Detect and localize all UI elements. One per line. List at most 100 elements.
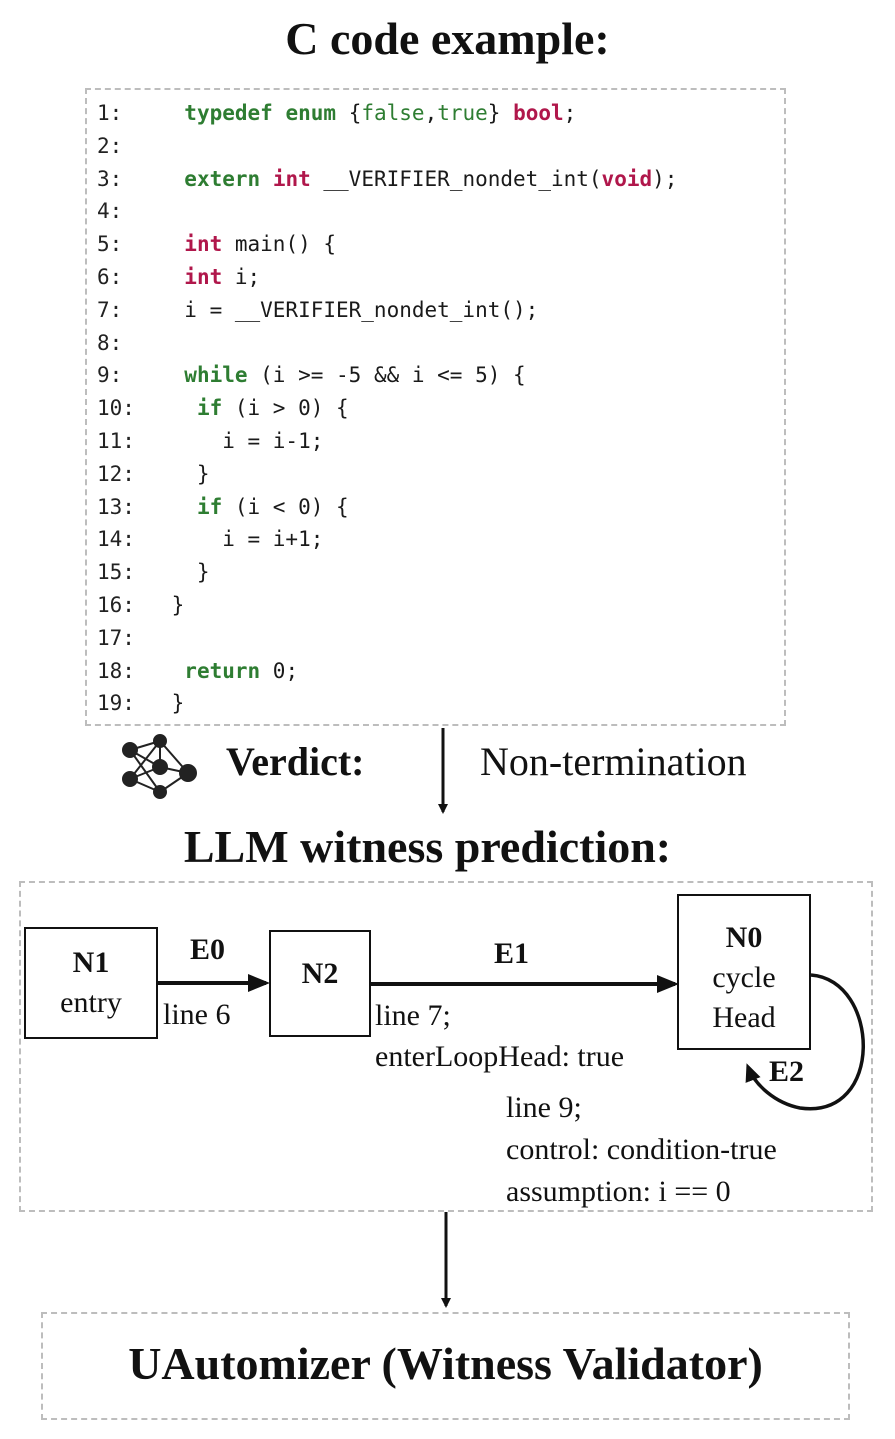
code-line: 15: } — [97, 556, 210, 588]
code-token: (i > 0) { — [222, 396, 349, 421]
code-line: 13: if (i < 0) { — [97, 491, 349, 523]
edge-e1-label1: line 7; — [375, 999, 451, 1032]
code-line: 7: i = __VERIFIER_nondet_int(); — [97, 294, 538, 326]
node-n1: N1 entry — [24, 927, 158, 1039]
node-n0-text2: Head — [712, 1001, 776, 1034]
code-token: main() { — [222, 232, 337, 257]
code-token: __VERIFIER_nondet_int( — [310, 166, 602, 191]
code-line-number: 12: — [97, 461, 135, 486]
code-line-number: 19: — [97, 691, 135, 716]
code-token: typedef — [184, 101, 273, 125]
code-line-number: 8: — [97, 330, 123, 355]
edge-e2-label3: assumption: i == 0 — [506, 1175, 731, 1208]
node-n0-text1: cycle — [712, 961, 776, 994]
code-token: } — [159, 691, 185, 716]
edge-e1-id: E1 — [494, 937, 530, 970]
code-line-number: 5: — [97, 232, 123, 257]
code-token: } — [159, 593, 185, 617]
code-line: 1: typedef enum {false,true} bool; — [97, 97, 576, 129]
code-token: true — [437, 101, 488, 125]
code-token: false — [361, 101, 425, 125]
code-token: i = __VERIFIER_nondet_int(); — [159, 297, 539, 322]
code-token: , — [424, 101, 438, 125]
code-line: 10: if (i > 0) { — [97, 392, 349, 424]
edge-e0-label: line 6 — [163, 998, 231, 1031]
code-line: 17: — [97, 622, 159, 654]
code-line-number: 17: — [97, 625, 135, 650]
code-line-number: 15: — [97, 560, 135, 585]
witness-title: LLM witness prediction: — [183, 821, 672, 872]
neural-network-icon — [122, 734, 197, 799]
code-token: (i < 0) { — [222, 494, 349, 519]
code-token: 0; — [260, 658, 299, 683]
witness-box — [19, 881, 873, 1212]
code-token: void — [601, 166, 653, 191]
code-line-number: 13: — [97, 494, 135, 519]
code-line: 8: — [97, 327, 159, 359]
node-n2: N2 — [269, 930, 371, 1037]
node-n0: N0 cycle Head — [677, 894, 811, 1050]
code-token: if — [196, 396, 223, 421]
code-token: extern — [184, 166, 261, 191]
code-line-number: 16: — [97, 593, 135, 617]
code-line: 3: extern int __VERIFIER_nondet_int(void… — [97, 163, 677, 195]
code-line: 4: — [97, 195, 159, 227]
code-token: ; — [563, 101, 577, 125]
node-n1-id: N1 — [72, 946, 110, 979]
code-line-number: 10: — [97, 396, 135, 421]
code-line: 14: i = i+1; — [97, 523, 323, 555]
code-line-number: 6: — [97, 265, 123, 289]
code-line-number: 18: — [97, 658, 135, 683]
code-token: enum — [285, 101, 337, 125]
verdict-label: Verdict: — [226, 739, 365, 784]
code-line-number: 11: — [97, 429, 135, 453]
code-line-number: 1: — [97, 101, 123, 125]
code-line: 11: i = i-1; — [97, 425, 323, 457]
code-token: ); — [652, 166, 678, 191]
code-token: bool — [513, 101, 564, 125]
code-example-title: C code example: — [285, 13, 610, 64]
code-token: int — [184, 232, 223, 257]
code-token: i = i-1; — [159, 429, 324, 453]
node-n1-text: entry — [60, 986, 122, 1019]
code-line-number: 2: — [97, 133, 123, 158]
edge-e2-self-loop — [745, 973, 865, 1111]
edge-e2-label2: control: condition-true — [506, 1133, 777, 1166]
code-line-number: 7: — [97, 297, 123, 322]
node-n0-id: N0 — [725, 921, 763, 954]
code-line: 12: } — [97, 458, 210, 490]
validator-box — [41, 1312, 850, 1420]
edge-e1-label2: enterLoopHead: true — [375, 1040, 625, 1073]
code-line: 2: — [97, 130, 159, 162]
code-token: while — [184, 363, 248, 388]
code-token: } — [159, 461, 210, 486]
code-line: 19: } — [97, 687, 184, 719]
code-line: 9: while (i >= -5 && i <= 5) { — [97, 359, 526, 391]
code-listing-box — [85, 88, 786, 726]
edge-e2-label1: line 9; — [506, 1091, 582, 1124]
edge-e0-id: E0 — [190, 933, 226, 966]
code-line: 18: return 0; — [97, 655, 298, 687]
node-n2-id: N2 — [301, 957, 339, 990]
code-token: i; — [222, 265, 261, 289]
code-token: i = i+1; — [159, 527, 324, 552]
code-token: } — [487, 101, 514, 125]
code-token: { — [336, 101, 362, 125]
code-token: (i >= -5 && i <= 5) { — [247, 363, 526, 388]
code-line: 16: } — [97, 589, 184, 621]
code-token: if — [196, 494, 223, 519]
code-line-number: 14: — [97, 527, 135, 552]
code-line-number: 9: — [97, 363, 123, 388]
code-token: int — [272, 166, 311, 191]
verdict-value: Non-termination — [480, 739, 747, 784]
code-line: 5: int main() { — [97, 228, 336, 260]
edge-e2-id: E2 — [769, 1055, 805, 1088]
validator-title: UAutomizer (Witness Validator) — [128, 1338, 763, 1389]
code-line-number: 3: — [97, 166, 123, 191]
code-token: } — [159, 560, 210, 585]
code-line-number: 4: — [97, 199, 123, 224]
code-line: 6: int i; — [97, 261, 260, 293]
code-token: return — [184, 658, 261, 683]
code-token: int — [184, 265, 223, 289]
